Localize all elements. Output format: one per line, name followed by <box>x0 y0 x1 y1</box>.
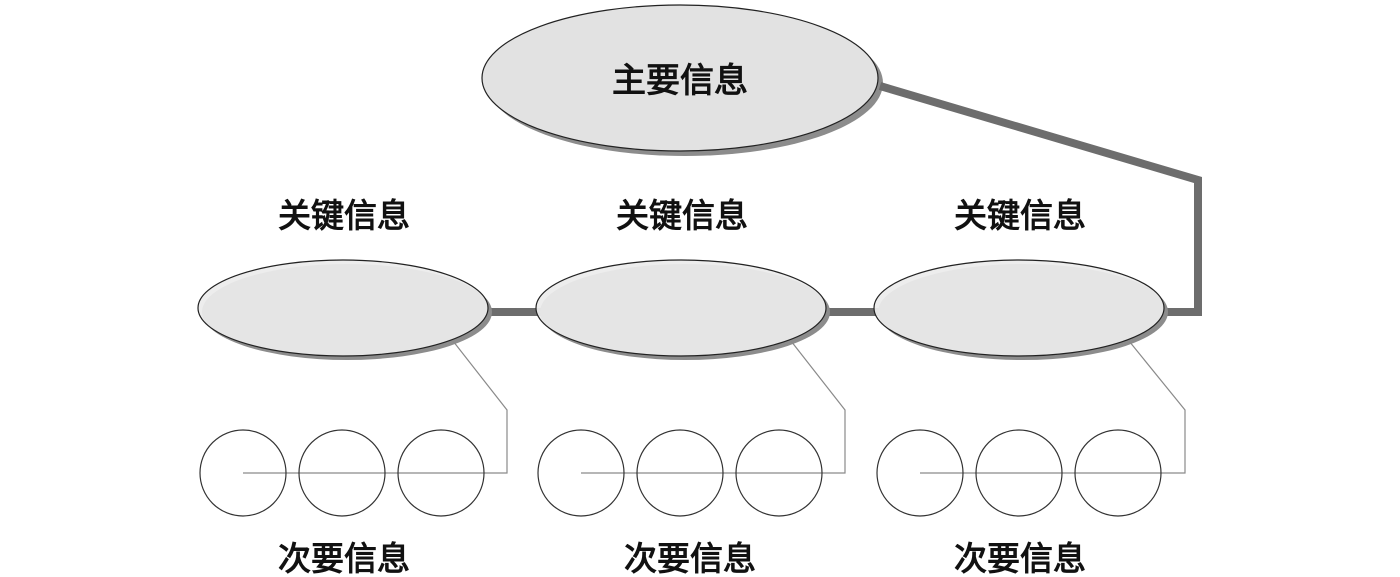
key-node-ellipse <box>873 259 1165 357</box>
key-node-label: 关键信息 <box>278 196 410 235</box>
main-node-ellipse <box>481 4 879 152</box>
key-node-label: 关键信息 <box>616 196 748 235</box>
branch-line <box>243 340 508 474</box>
secondary-circle <box>199 429 287 517</box>
branch-line <box>920 340 1186 474</box>
key-group-1: 关键信息 次要信息 <box>197 196 508 577</box>
secondary-label: 次要信息 <box>954 539 1086 577</box>
secondary-circle <box>975 429 1063 517</box>
key-node-label: 关键信息 <box>954 196 1086 235</box>
key-node-ellipse <box>197 259 489 357</box>
secondary-circle <box>1074 429 1162 517</box>
key-group-3: 关键信息 次要信息 <box>873 196 1186 577</box>
secondary-label: 次要信息 <box>624 539 756 577</box>
secondary-circle <box>876 429 964 517</box>
key-node-ellipse <box>535 259 827 357</box>
secondary-label: 次要信息 <box>278 539 410 577</box>
secondary-circle <box>735 429 823 517</box>
main-node: 主要信息 <box>481 4 883 156</box>
secondary-circle <box>636 429 724 517</box>
branch-line <box>581 340 846 474</box>
secondary-circle <box>397 429 485 517</box>
main-node-label: 主要信息 <box>612 61 748 101</box>
key-group-2: 关键信息 次要信息 <box>535 196 846 577</box>
secondary-circle <box>298 429 386 517</box>
secondary-circle <box>537 429 625 517</box>
